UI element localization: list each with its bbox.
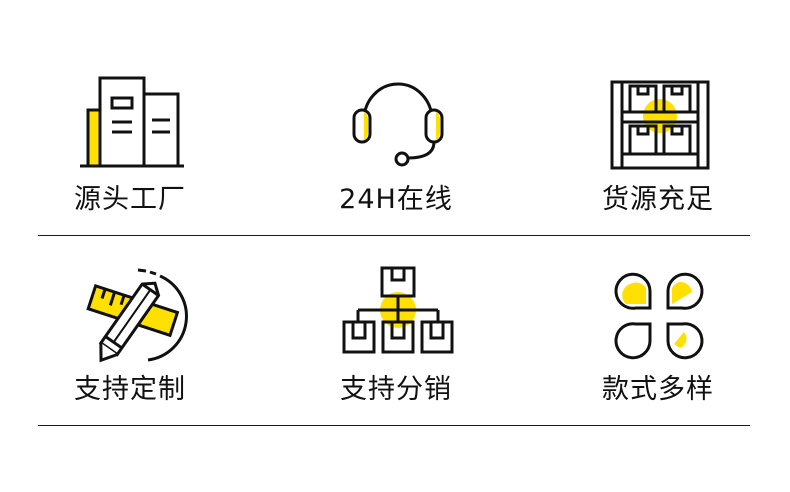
headset-icon bbox=[352, 82, 444, 167]
ruler-pencil-icon bbox=[86, 268, 188, 363]
feature-label: 支持定制 bbox=[74, 374, 186, 405]
clover-petals-icon bbox=[614, 272, 704, 360]
feature-distribution: 支持分销 bbox=[276, 250, 516, 410]
feature-factory: 源头工厂 bbox=[10, 60, 250, 220]
feature-label: 款式多样 bbox=[602, 374, 714, 405]
feature-online: 24H在线 bbox=[276, 60, 516, 220]
feature-label: 源头工厂 bbox=[74, 184, 186, 215]
factory-buildings-icon bbox=[80, 76, 184, 168]
distribution-boxes-icon bbox=[342, 266, 454, 354]
feature-label: 支持分销 bbox=[340, 374, 452, 405]
feature-stock: 货源充足 bbox=[538, 60, 778, 220]
feature-custom: 支持定制 bbox=[10, 250, 250, 410]
row-divider-top bbox=[38, 235, 750, 236]
warehouse-shelf-icon bbox=[610, 80, 710, 170]
feature-label: 货源充足 bbox=[602, 184, 714, 215]
row-divider-bottom bbox=[38, 425, 750, 426]
feature-label: 24H在线 bbox=[339, 184, 453, 215]
feature-styles: 款式多样 bbox=[538, 250, 778, 410]
